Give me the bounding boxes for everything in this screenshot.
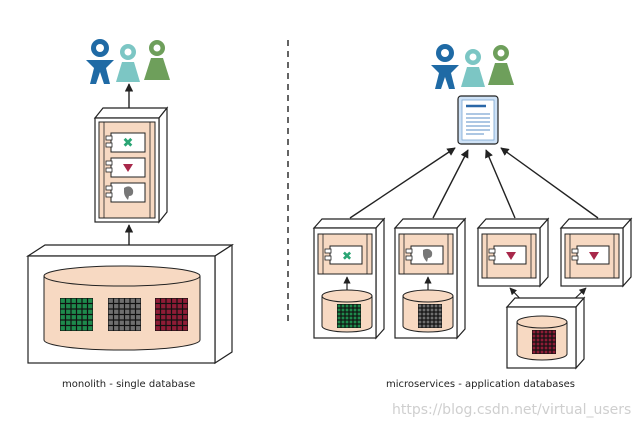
person-icon [144, 40, 170, 80]
arrow-service1-to-gateway [349, 147, 456, 219]
single-database-server [25, 243, 235, 365]
person-icon [116, 44, 140, 82]
heart-icon [589, 252, 599, 260]
blob-icon [124, 186, 134, 200]
person-icon [431, 44, 459, 89]
table-grid-red [155, 298, 188, 331]
module-favorites [105, 157, 146, 178]
caption-microservices: microservices - application databases [386, 379, 575, 390]
table-grid-green [60, 298, 93, 331]
module-profile [105, 182, 146, 203]
table-grid-gray [108, 298, 141, 331]
service-favorites-b [559, 217, 633, 288]
blob-icon [423, 248, 433, 262]
service-profile [393, 217, 467, 340]
arrow-service2-to-gateway [432, 149, 469, 219]
document-icon [457, 95, 499, 145]
table-grid-gray [418, 304, 442, 328]
monolith-app-server: ✖ [93, 106, 169, 224]
service-favorites-a [476, 217, 550, 288]
arrow-service3-to-gateway [485, 149, 516, 219]
caption-monolith: monolith - single database [62, 379, 196, 390]
users-group-microservices [431, 44, 514, 89]
table-grid-red [532, 330, 556, 354]
person-icon [461, 49, 485, 87]
watermark: https://blog.csdn.net/virtual_users [392, 402, 632, 418]
service-orders: ✖ [312, 217, 386, 340]
cross-icon: ✖ [342, 249, 352, 263]
users-group-monolith [86, 39, 170, 84]
heart-icon [123, 164, 133, 172]
module-orders: ✖ [105, 132, 146, 153]
cross-icon: ✖ [123, 136, 134, 151]
shared-database-server [505, 296, 586, 370]
table-grid-green [337, 304, 361, 328]
arrow-service4-to-gateway [500, 147, 599, 219]
person-icon [488, 45, 514, 85]
person-icon [86, 39, 114, 84]
heart-icon [506, 252, 516, 260]
